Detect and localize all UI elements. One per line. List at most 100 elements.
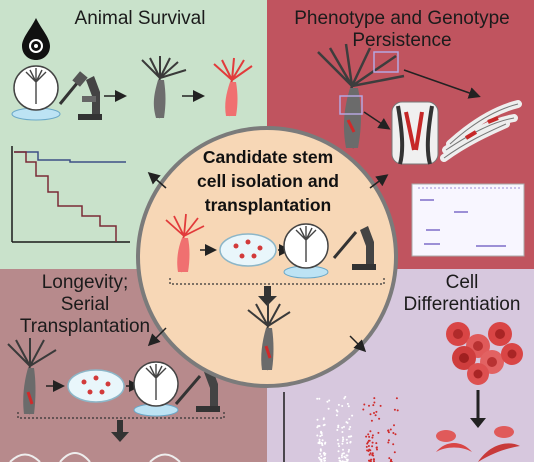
scatter-dot (346, 442, 349, 444)
scatter-dot (387, 429, 390, 432)
scatter-dot (341, 405, 344, 407)
scatter-dot (321, 439, 324, 442)
scatter-dot (388, 457, 391, 460)
scatter-dot (322, 418, 325, 421)
scatter-dot (365, 435, 368, 438)
scatter-dot (395, 397, 398, 400)
scatter-dot (349, 426, 352, 428)
scatter-dot (341, 426, 344, 429)
scatter-dot (335, 414, 338, 417)
microscope-center-icon (332, 226, 376, 270)
scatter-dot (377, 431, 380, 434)
scatter-dot (371, 453, 374, 456)
scatter-dot (393, 408, 396, 411)
scatter-dot (346, 458, 349, 461)
scatter-dot (368, 459, 370, 462)
scatter-dot (368, 435, 371, 438)
scatter-dot (350, 435, 353, 438)
scatter-dot (373, 397, 376, 400)
scatter-dot (369, 413, 372, 416)
scatter-dot (367, 445, 370, 447)
scatter-dot (368, 439, 371, 442)
scatter-dot (369, 449, 372, 452)
scatter-dot (347, 405, 350, 408)
scatter-dot (393, 451, 396, 454)
scatter-dot (341, 456, 343, 459)
scatter-dot (373, 401, 376, 404)
scatter-dot (324, 452, 327, 455)
scatter-dot (375, 446, 378, 449)
scatter-dot (366, 441, 369, 444)
scatter-dot (348, 418, 351, 420)
scatter-dot (318, 456, 320, 459)
title-phenotype-line1: Phenotype and Genotype (294, 8, 510, 29)
scatter-dot (336, 439, 339, 441)
down-arrow-2-icon (470, 390, 486, 428)
scatter-dot (342, 438, 345, 441)
pipette-icon (58, 71, 88, 105)
scatter-dot (324, 459, 326, 462)
petri-dish-center-icon (219, 233, 277, 267)
scatter-dot (387, 441, 390, 444)
scatter-dot (348, 449, 350, 451)
scatter-dot (394, 433, 397, 436)
tissue-zoom-icon (391, 101, 439, 165)
scatter-dot (341, 440, 344, 443)
scatter-dot (370, 458, 373, 461)
scatter-dot (337, 403, 340, 406)
hydra-marked-icon (7, 338, 57, 415)
center-title: Candidate stem cell isolation and transp… (170, 145, 366, 217)
down-arrow-center-icon (258, 286, 277, 306)
scatter-dot (316, 397, 319, 400)
title-differentiation-line1: Cell (445, 272, 479, 293)
scatter-dot (345, 454, 348, 457)
scatter-dot (375, 442, 378, 445)
title-differentiation-line2: Differentiation (403, 294, 521, 315)
scatter-dot (318, 440, 321, 443)
center-title-line1: Candidate stem (202, 147, 334, 167)
center-title-line2: cell isolation and (197, 171, 339, 191)
scatter-dot (343, 397, 346, 400)
survival-curve (11, 146, 130, 243)
scatter-dot (340, 454, 343, 457)
scatter-dot (317, 442, 320, 444)
scatter-dot (392, 443, 395, 446)
scatter-dot (318, 397, 321, 400)
scatter-dot (319, 448, 322, 451)
scatter-dot (337, 442, 340, 445)
scatter-dot (341, 431, 344, 433)
scatter-dot (372, 458, 375, 461)
scatter-dot (320, 442, 323, 444)
scatter-dot (369, 452, 372, 455)
scatter-dot (365, 445, 368, 448)
scatter-dot (326, 400, 329, 403)
scatter-dot (319, 458, 322, 461)
hydra-red-center-icon (165, 213, 205, 273)
scatter-dot (344, 395, 347, 398)
scatter-dot (320, 455, 323, 458)
scatter-dot (341, 442, 344, 445)
scatter-dot (363, 403, 366, 406)
scatter-dot (392, 432, 395, 434)
scatter-dot (318, 438, 321, 441)
scatter-dot (371, 452, 374, 455)
scatter-dot (342, 448, 344, 451)
scatter-dot (375, 410, 378, 413)
scatter-dot (341, 452, 344, 455)
scatter-dot (319, 449, 322, 452)
sickle-cells-icon (436, 426, 520, 462)
scatter-dot (345, 438, 348, 441)
scatter-dot (319, 435, 322, 438)
scatter-dot (373, 412, 375, 414)
scatter-dot (338, 457, 341, 460)
scatter-dot (367, 450, 370, 452)
scatter-dot (320, 432, 323, 434)
title-longevity: Longevity; Serial Transplantation (0, 272, 170, 338)
scatter-dot (327, 407, 330, 410)
scatter-dot (344, 456, 347, 459)
title-phenotype-genotype: Phenotype and Genotype Persistence (270, 8, 534, 52)
hydra-in-dish-center-icon (283, 223, 329, 279)
scatter-dot (371, 436, 374, 439)
